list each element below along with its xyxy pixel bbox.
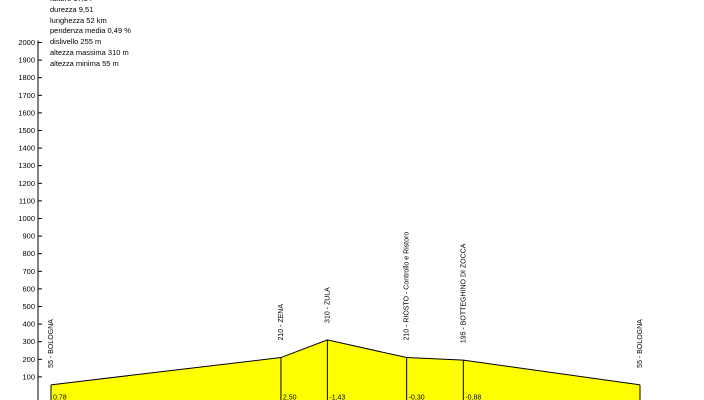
profile-outline	[50, 339, 641, 386]
waypoint-labels: 55 - BOLOGNA 0,78 210 - ZENA 2,50 310 - ZULA…	[48, 232, 644, 400]
y-tick-label: 2000	[18, 38, 35, 47]
y-axis: 100 200 300 400 500 600 700 800 900 1000 1100 1200 1…	[18, 38, 42, 400]
y-tick-label: 1800	[18, 73, 35, 82]
y-tick-label: 300	[22, 337, 35, 346]
y-tick-label: 100	[22, 372, 35, 381]
y-tick-label: 1600	[18, 108, 35, 117]
stat-line: altezza minima 55 m	[50, 58, 119, 68]
y-tick-label: 1400	[18, 144, 35, 153]
y-tick-label: 500	[22, 302, 35, 311]
stat-line: pendenza media 0,49 %	[50, 26, 131, 36]
stat-line: lunghezza 52 km	[50, 15, 107, 25]
profile-area	[50, 339, 641, 400]
slope-label: -0,30	[409, 395, 425, 400]
y-tick-label: 400	[22, 320, 35, 329]
stat-line: fattore 37,34	[50, 0, 92, 3]
waypoint-label: 55 - BOLOGNA	[48, 319, 55, 368]
y-tick-label: 1000	[18, 214, 35, 223]
slope-label: 0,78	[53, 395, 67, 400]
y-tick-label: 900	[22, 232, 35, 241]
y-tick-label: 1300	[18, 161, 35, 170]
y-tick-label: 700	[22, 267, 35, 276]
y-tick-label: 1100	[19, 196, 35, 205]
stat-line: altezza massima 310 m	[50, 48, 129, 57]
y-tick-label: 800	[22, 249, 35, 258]
slope-label: -0,88	[465, 395, 481, 400]
waypoint-label: 310 - ZULA	[324, 287, 331, 323]
y-tick-label: 1200	[18, 179, 35, 188]
y-tick-label: 600	[22, 284, 35, 293]
waypoint-label: 210 - RIOSTO - Controllo e Ristoro	[404, 232, 411, 341]
y-tick-label: 1700	[18, 91, 35, 100]
waypoint-label: 195 - BOTTEGHINO DI ZOCCA	[460, 243, 467, 343]
y-tick-label: 1900	[18, 56, 35, 65]
slope-label: 2,50	[283, 395, 297, 400]
slope-label: -1,43	[329, 395, 345, 400]
y-tick-label: 1500	[18, 126, 35, 135]
waypoint-label: 55 - BOLOGNA	[637, 319, 644, 368]
waypoint-label: 210 - ZENA	[278, 304, 285, 341]
profile-fill	[51, 339, 640, 400]
stat-line: durezza 9,51	[50, 4, 94, 14]
stat-line: dislivello 255 m	[50, 37, 102, 47]
y-tick-label: 200	[22, 355, 35, 364]
